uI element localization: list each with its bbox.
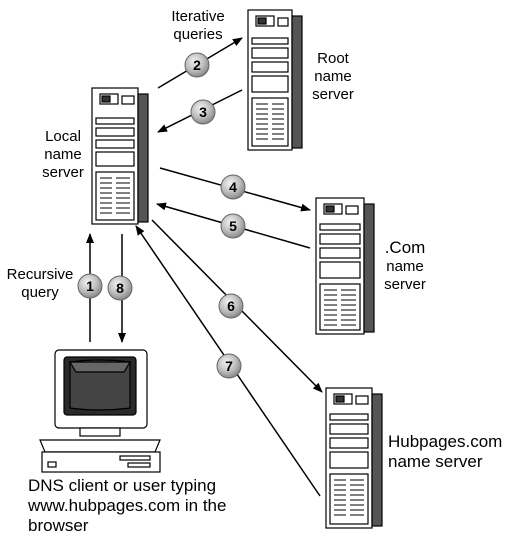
dns-client-label: DNS client or user typing www.hubpages.c… <box>28 476 298 536</box>
client-label-line-2: www.hubpages.com in the <box>28 496 227 515</box>
step-badge-2: 2 <box>184 52 210 78</box>
step-badge-4: 4 <box>220 174 246 200</box>
step-badge-6: 6 <box>218 293 244 319</box>
svg-text:3: 3 <box>199 104 207 120</box>
svg-text:5: 5 <box>229 218 237 234</box>
root-label-line-1: Root <box>317 50 349 67</box>
com-label-line-2: name <box>386 258 424 276</box>
hubpages-name-server-icon <box>325 387 383 529</box>
root-name-server-label: Root name server <box>300 50 366 104</box>
root-name-server-icon <box>247 9 303 151</box>
local-label-line-2: name <box>44 146 82 163</box>
client-label-line-1: DNS client or user typing <box>28 476 217 495</box>
com-label-line-1: .Com <box>384 238 426 257</box>
svg-text:6: 6 <box>227 298 235 314</box>
recursive-line-2: query <box>21 284 59 301</box>
com-name-server-label: .Com name server <box>370 238 440 294</box>
client-label-line-3: browser <box>28 516 89 535</box>
hubpages-name-server-label: Hubpages.com name server <box>388 432 506 473</box>
svg-text:1: 1 <box>86 278 94 294</box>
com-label-line-3: server <box>384 276 426 294</box>
step-badge-5: 5 <box>220 213 246 239</box>
hubpages-label-line-1: Hubpages.com <box>388 432 503 451</box>
step-badge-8: 8 <box>107 275 133 301</box>
step-badge-7: 7 <box>216 353 242 379</box>
step-badge-1: 1 <box>77 273 103 299</box>
root-label-line-3: server <box>312 86 354 103</box>
iterative-queries-label: Iterative queries <box>150 8 246 44</box>
root-label-line-2: name <box>314 68 352 85</box>
svg-text:2: 2 <box>193 57 201 73</box>
local-name-server-icon <box>91 87 149 225</box>
local-label-line-1: Local <box>45 128 81 145</box>
iterative-queries-line-2: queries <box>173 26 223 43</box>
local-name-server-label: Local name server <box>28 128 98 182</box>
hubpages-label-line-2: name server <box>388 452 483 472</box>
svg-text:7: 7 <box>225 358 233 374</box>
step-badge-3: 3 <box>190 99 216 125</box>
svg-text:8: 8 <box>116 280 124 296</box>
com-name-server-icon <box>315 197 375 335</box>
recursive-line-1: Recursive <box>6 266 74 283</box>
recursive-query-label: Recursive query <box>0 266 80 302</box>
svg-text:4: 4 <box>229 179 237 195</box>
iterative-queries-line-1: Iterative <box>171 8 225 25</box>
dns-client-computer-icon <box>39 349 161 473</box>
local-label-line-3: server <box>42 164 84 181</box>
